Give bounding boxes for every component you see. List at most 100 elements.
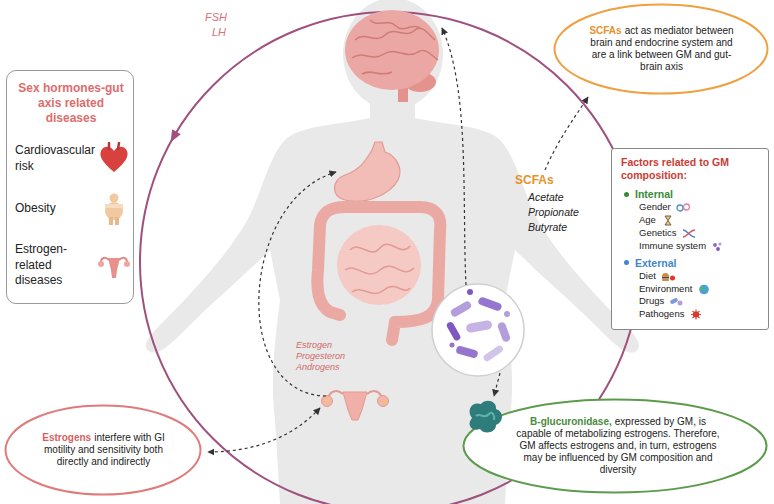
drawing-part [98, 261, 104, 267]
drawing-part [109, 143, 119, 149]
metabolite-label: Propionate [528, 207, 579, 219]
ellipse-callout: SCFAsact as mediator between brain and e… [553, 3, 769, 95]
sex-hormone-label: Androgens [296, 363, 340, 373]
ovaries [322, 391, 389, 420]
factor-row: Environment [639, 283, 760, 296]
intestine-fold [345, 266, 414, 274]
factor-icon [661, 215, 675, 226]
callout-text: B-glucuronidase,expressed by GM, is capa… [514, 416, 722, 476]
leader-line [545, 97, 588, 170]
factor-item: Genetics [639, 227, 677, 240]
callout-text: Estrogensinterfere with GI motility and … [36, 432, 171, 468]
callout-keyword: B-glucuronidase, [530, 416, 612, 427]
factor-item: Diet [639, 270, 656, 283]
metabolite-label: Acetate [528, 192, 564, 204]
hormone-label: LH [212, 26, 226, 38]
disease-icon [97, 192, 131, 226]
factor-row: Diet [639, 270, 760, 283]
drawing-part [670, 298, 679, 305]
drawing-part [678, 301, 683, 306]
disease-icon [97, 248, 131, 282]
drawing-part [105, 202, 123, 220]
disease-row: Cardiovascular risk [15, 142, 127, 176]
factor-row: Internal [621, 187, 760, 201]
factor-row: Immune system [639, 240, 760, 253]
leader-line [442, 28, 466, 285]
drawing-part [691, 310, 701, 320]
bullet-dot [624, 192, 629, 197]
factor-row: Pathogens [639, 308, 760, 321]
hormone-label: FSH [205, 11, 227, 23]
drawing-part [693, 311, 699, 317]
factor-icon [661, 271, 675, 282]
ellipse-shape [464, 400, 767, 493]
factor-row: Drugs [639, 295, 760, 308]
callout-keyword: SCFAs [589, 25, 621, 36]
drawing-part [109, 217, 113, 225]
stomach [334, 142, 399, 201]
factor-item: Gender [639, 201, 671, 214]
factor-item: Immune system [639, 240, 706, 253]
leader-line [494, 373, 500, 396]
disease-row: Estrogen-related diseases [15, 242, 127, 289]
metabolite-heading: SCFAs [515, 174, 554, 187]
cycle-arrowhead [171, 129, 181, 142]
factor-icon [676, 202, 690, 213]
panel-heading: Sex hormones-gut axis related diseases [15, 81, 127, 126]
drawing-part [110, 194, 119, 203]
intestine-fold [352, 287, 410, 294]
follicle [382, 400, 385, 403]
factor-row: Genetics [639, 227, 760, 240]
drawing-part [683, 230, 695, 237]
drawing-part [662, 273, 669, 276]
callout-keyword: Estrogens [42, 432, 91, 443]
factor-icon [697, 284, 711, 295]
ellipse-callout: B-glucuronidase,expressed by GM, is capa… [462, 398, 768, 494]
enzyme-icon [464, 398, 506, 436]
bacterium [497, 321, 511, 343]
disease-name: Obesity [15, 201, 93, 217]
drawing-part [665, 216, 671, 225]
sex-hormone-label: Progesteron [296, 352, 345, 362]
microbiome [432, 284, 524, 376]
bacterium [482, 344, 504, 362]
drawing-part [700, 284, 710, 294]
drawing-part [716, 247, 720, 251]
factor-icon [711, 241, 725, 252]
bacterium [477, 296, 502, 312]
drawing-part [476, 413, 494, 420]
drawing-part [677, 205, 683, 211]
bacterium [455, 345, 478, 358]
ellipse-callout: Estrogensinterfere with GI motility and … [4, 404, 202, 496]
coccus [467, 289, 473, 295]
disease-panel: Sex hormones-gut axis related diseasesCa… [6, 70, 134, 304]
drawing-part [670, 275, 675, 280]
drawing-part [124, 261, 130, 267]
disease-icon [97, 142, 131, 176]
brain-gyrus [362, 72, 392, 74]
ovary [378, 396, 389, 407]
microbiome-lens [432, 284, 524, 376]
panel-heading: Factors related to GM composition: [621, 156, 760, 182]
factor-item: Environment [639, 283, 692, 296]
sex-hormone-label: Estrogen [296, 341, 332, 351]
brain-gyrus [352, 51, 438, 60]
ellipse-shape [6, 406, 201, 495]
bacterium [466, 320, 493, 333]
uterus [343, 392, 367, 420]
ovary [322, 396, 333, 407]
head-silhouette [343, 0, 443, 110]
bullet-dot [624, 260, 629, 265]
callout-text: SCFAsact as mediator between brain and e… [588, 25, 735, 73]
cerebrum [345, 10, 439, 90]
factor-icon [682, 228, 696, 239]
brain [345, 10, 439, 102]
brain-gyrus [370, 20, 420, 29]
factor-row: Gender [639, 201, 760, 214]
intestine-fold [350, 244, 410, 252]
drawing-part [683, 230, 695, 237]
disease-row: Obesity [15, 192, 127, 226]
disease-name: Estrogen-related diseases [15, 242, 93, 289]
drawing-part [700, 286, 707, 292]
